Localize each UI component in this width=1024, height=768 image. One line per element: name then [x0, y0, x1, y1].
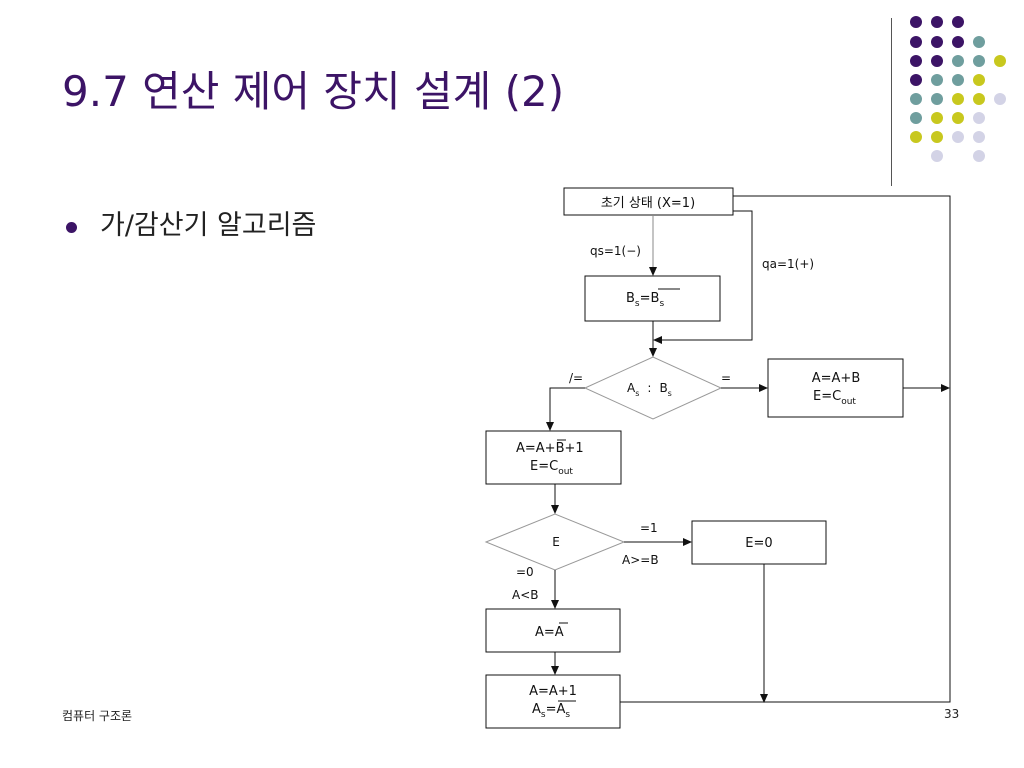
dot	[952, 93, 964, 105]
edge-label-e1: =1	[640, 521, 658, 535]
edge-label-ageb: A>=B	[622, 553, 659, 567]
final-box-line2: As=As	[532, 702, 570, 720]
compare-diamond-label: As:Bs	[627, 381, 672, 398]
dot	[931, 16, 943, 28]
dot	[910, 36, 922, 48]
sub-box-line2: E=Cout	[530, 459, 573, 477]
add-box	[767, 358, 904, 418]
dot	[973, 112, 985, 124]
decorative-dot-grid	[905, 14, 1006, 164]
bs-complement-box	[584, 275, 721, 322]
dot	[952, 55, 964, 67]
edge-label-eq: =	[721, 371, 731, 385]
edge-label-alb: A<B	[512, 588, 539, 602]
e-diamond-label: E	[552, 535, 560, 549]
dot	[973, 93, 985, 105]
dot	[910, 112, 922, 124]
complement-a-box	[485, 608, 621, 653]
edge-label-qs: qs=1(−)	[590, 244, 641, 258]
add-box-line2: E=Cout	[813, 389, 856, 407]
dot	[910, 131, 922, 143]
dot	[973, 55, 985, 67]
dot	[952, 131, 964, 143]
dot	[973, 150, 985, 162]
arrow-qa-path	[653, 210, 753, 344]
final-box	[485, 674, 621, 729]
dot	[952, 74, 964, 86]
dot	[931, 74, 943, 86]
dot	[952, 36, 964, 48]
e0-box-label: E=0	[745, 536, 772, 551]
footer-page-number: 33	[944, 707, 960, 721]
bullet-point	[66, 222, 77, 233]
start-box	[563, 187, 734, 216]
edge-label-neq: /=	[569, 371, 583, 385]
bullet-text: 가/감산기 알고리즘	[100, 210, 317, 241]
compare-diamond	[583, 356, 723, 420]
slide-title: 9.7 연산 제어 장치 설계 (2)	[62, 67, 565, 116]
add-box-line1: A=A+B	[812, 371, 861, 386]
dot	[931, 150, 943, 162]
dot	[910, 74, 922, 86]
edge-label-qa: qa=1(+)	[762, 257, 814, 271]
dot	[910, 55, 922, 67]
arrow-neq-to-sub	[546, 387, 585, 431]
dot	[973, 36, 985, 48]
edge-label-e0: =0	[516, 565, 534, 579]
title-divider-line	[891, 18, 892, 186]
subtract-box	[485, 430, 622, 485]
sub-box-line1: A=A+B+1	[516, 441, 584, 456]
final-box-line1: A=A+1	[529, 684, 577, 699]
bs-box-label: Bs=Bs	[626, 291, 664, 309]
dot	[973, 131, 985, 143]
start-box-label: 초기 상태 (X=1)	[601, 196, 695, 211]
dot	[952, 16, 964, 28]
dot	[952, 112, 964, 124]
dot	[973, 74, 985, 86]
dot	[931, 112, 943, 124]
footer-course-name: 컴퓨터 구조론	[62, 709, 133, 723]
dot	[931, 131, 943, 143]
dot	[910, 16, 922, 28]
dot	[994, 55, 1006, 67]
dot	[931, 55, 943, 67]
dot	[994, 93, 1006, 105]
e-zero-box	[691, 520, 827, 565]
comp-box-label: A=A	[535, 625, 564, 640]
line-start-right-rail	[620, 195, 951, 703]
dot	[931, 36, 943, 48]
dot	[910, 93, 922, 105]
dot	[931, 93, 943, 105]
